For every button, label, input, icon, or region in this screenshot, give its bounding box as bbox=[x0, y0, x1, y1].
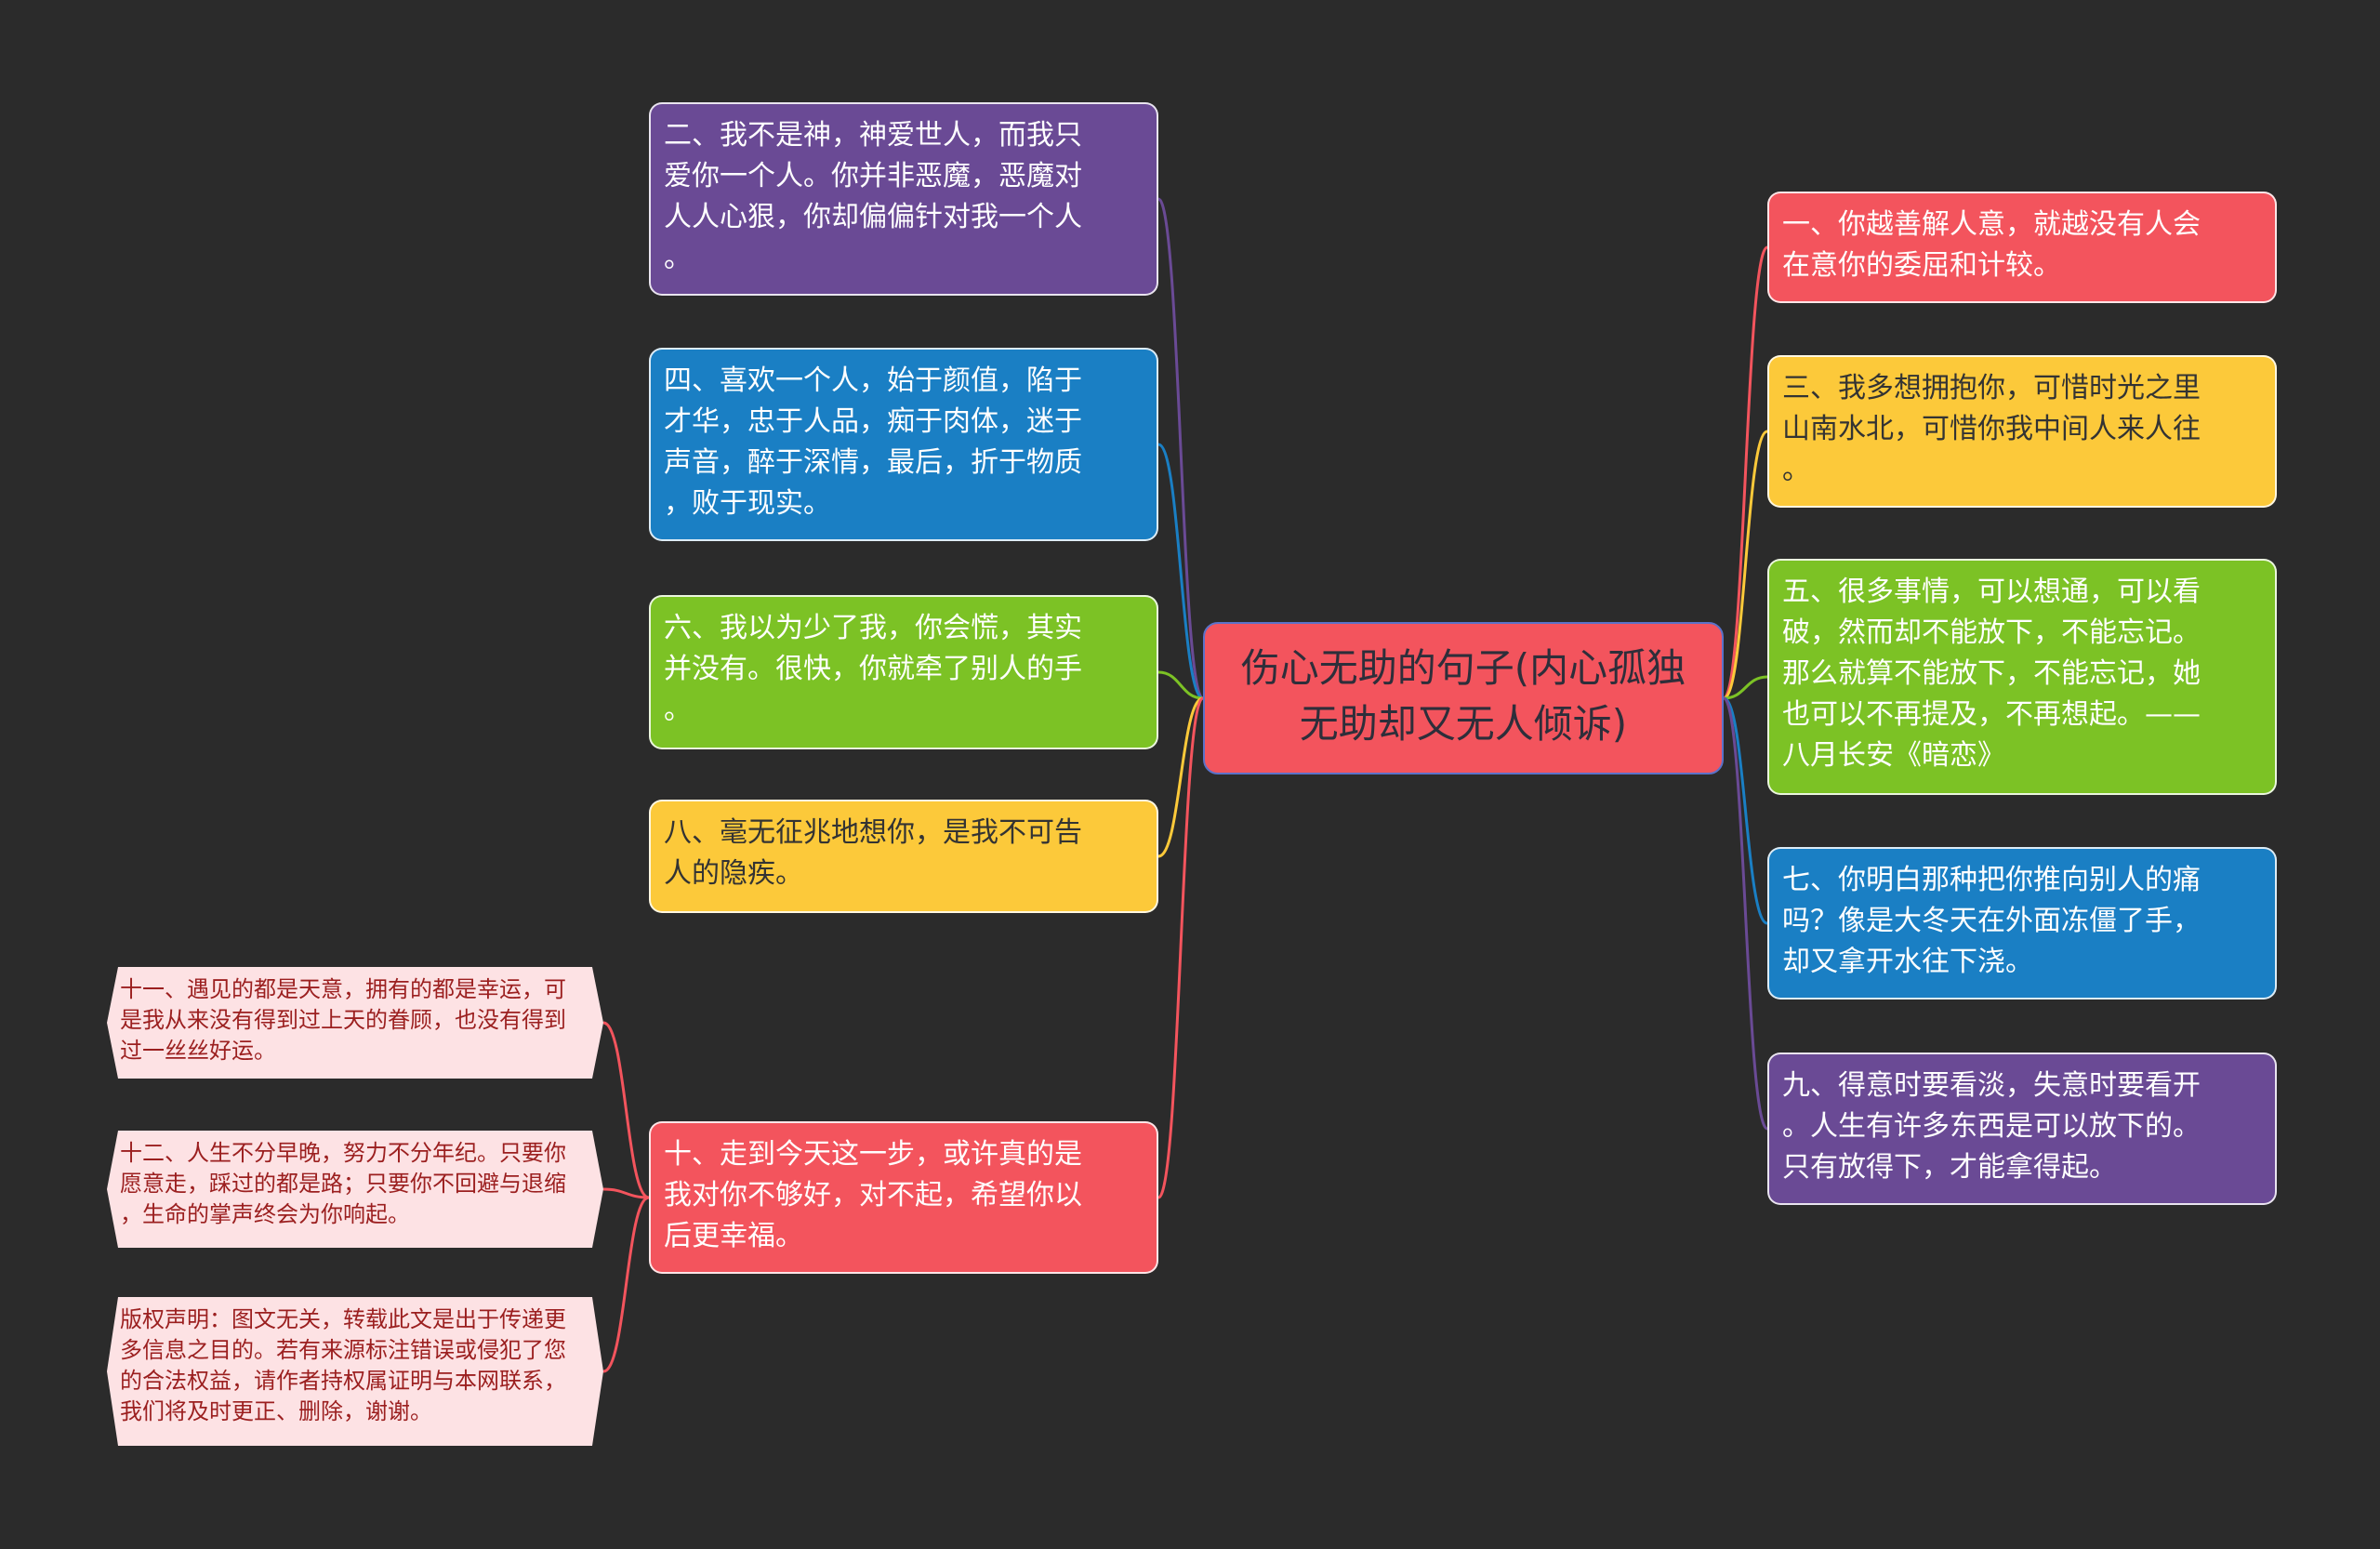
left-node-10[interactable]: 十、走到今天这一步，或许真的是 我对你不够好，对不起，希望你以 后更幸福。 bbox=[649, 1121, 1158, 1274]
left-node-8[interactable]: 八、毫无征兆地想你，是我不可告 人的隐疾。 bbox=[649, 800, 1158, 913]
left-node-2[interactable]: 二、我不是神，神爱世人，而我只 爱你一个人。你并非恶魔，恶魔对 人人心狠，你却偏… bbox=[649, 102, 1158, 296]
connector-right-0 bbox=[1722, 245, 1769, 700]
left-node-4[interactable]: 四、喜欢一个人，始于颜值，陷于 才华，忠于人品，痴于肉体，迷于 声音，醉于深情，… bbox=[649, 348, 1158, 541]
connector-right-3 bbox=[1723, 696, 1768, 925]
connector-left-1 bbox=[1157, 443, 1204, 700]
connector-right-2 bbox=[1723, 675, 1768, 700]
connector-sub-1 bbox=[602, 1187, 650, 1199]
sub-node-12[interactable]: 十二、人生不分早晚，努力不分年纪。只要你 愿意走，踩过的都是路；只要你不回避与退… bbox=[107, 1131, 603, 1248]
sub-node-copyright[interactable]: 版权声明：图文无关，转载此文是出于传递更 多信息之目的。若有来源标注错误或侵犯了… bbox=[107, 1297, 603, 1446]
right-node-3[interactable]: 三、我多想拥抱你，可惜时光之里 山南水北，可惜你我中间人来人往 。 bbox=[1767, 355, 2277, 508]
sub-node-11[interactable]: 十一、遇见的都是天意，拥有的都是幸运，可 是我从来没有得到过上天的眷顾，也没有得… bbox=[107, 967, 603, 1079]
left-node-6[interactable]: 六、我以为少了我，你会慌，其实 并没有。很快，你就牵了别人的手 。 bbox=[649, 595, 1158, 749]
right-node-5[interactable]: 五、很多事情，可以想通，可以看 破，然而却不能放下，不能忘记。 那么就算不能放下… bbox=[1767, 559, 2277, 795]
connector-sub-2 bbox=[602, 1196, 650, 1373]
connector-sub-0 bbox=[602, 1021, 650, 1199]
right-node-9[interactable]: 九、得意时要看淡，失意时要看开 。人生有许多东西是可以放下的。 只有放得下，才能… bbox=[1767, 1053, 2277, 1205]
connector-left-4 bbox=[1157, 696, 1205, 1199]
connector-right-1 bbox=[1723, 430, 1768, 700]
connector-right-4 bbox=[1722, 696, 1769, 1131]
central-topic[interactable]: 伤心无助的句子(内心孤独 无助却又无人倾诉) bbox=[1203, 622, 1724, 774]
right-node-7[interactable]: 七、你明白那种把你推向别人的痛 吗？像是大冬天在外面冻僵了手， 却又拿开水往下浇… bbox=[1767, 847, 2277, 1000]
right-node-1[interactable]: 一、你越善解人意，就越没有人会 在意你的委屈和计较。 bbox=[1767, 192, 2277, 303]
connector-left-3 bbox=[1157, 696, 1204, 858]
connector-left-2 bbox=[1157, 670, 1204, 700]
connector-left-0 bbox=[1157, 197, 1205, 700]
